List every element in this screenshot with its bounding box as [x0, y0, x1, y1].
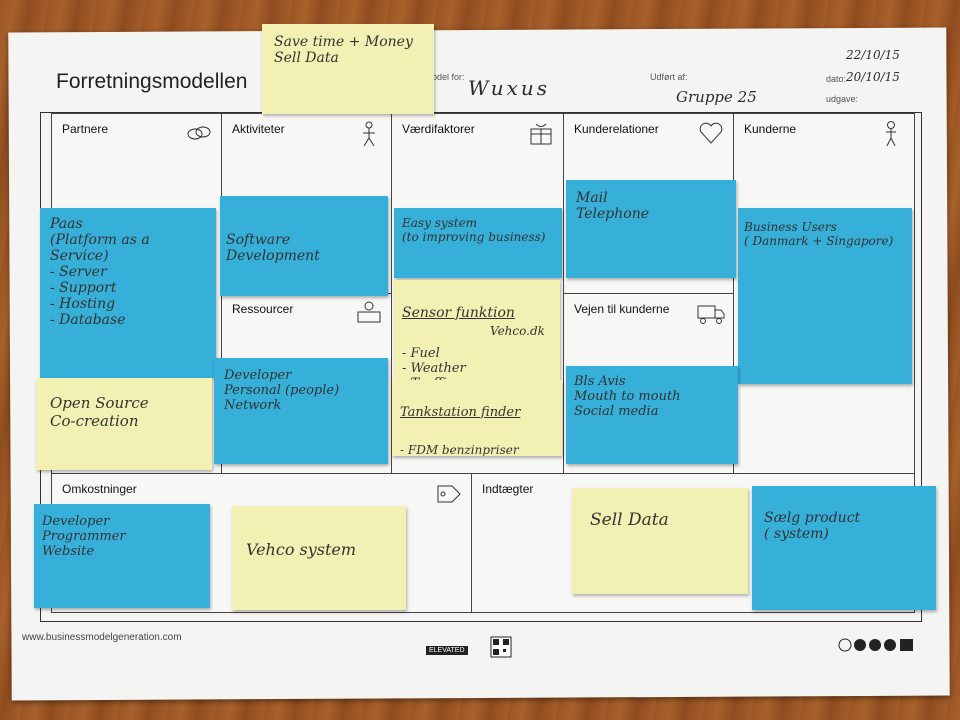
section-title-aktiviteter: Aktiviteter: [232, 122, 285, 136]
date-value-1: 22/10/15: [846, 48, 900, 62]
section-title-ressourcer: Ressourcer: [232, 302, 294, 316]
note-paas: Paas (Platform as a Service) - Server - …: [40, 208, 216, 378]
worker-icon: [363, 121, 375, 146]
note-tankstation: Tankstation finder - FDM benzinpriser - …: [392, 380, 562, 456]
gift-icon: [530, 123, 552, 145]
note-open-source: Open Source Co-creation: [36, 378, 212, 470]
section-title-kunderne: Kunderne: [744, 122, 797, 136]
tank-items: - FDM benzinpriser - OK , Q8: [400, 443, 519, 456]
note-mail: Mail Telephone: [566, 180, 736, 278]
model-name: Wuxus: [468, 76, 551, 100]
truck-icon: [697, 305, 725, 324]
note-sell-data: Sell Data: [572, 488, 748, 594]
done-by-label: Udført af:: [650, 72, 688, 82]
elevated-logo: ELEVATED: [426, 646, 468, 655]
section-title-kunderelationer: Kunderelationer: [574, 122, 659, 136]
canvas-title: Forretningsmodellen: [56, 70, 248, 93]
note-saelg-product: Sælg product ( system): [752, 486, 936, 610]
model-for-label: odel for:: [432, 72, 465, 82]
note-vehco-system: Vehco system: [232, 506, 406, 610]
handshake-icon: [187, 126, 211, 140]
license-icons: [838, 638, 913, 652]
section-title-partnere: Partnere: [62, 122, 109, 136]
heart-icon: [699, 122, 723, 144]
price-tag-icon: [437, 485, 461, 503]
tank-title: Tankstation finder: [400, 405, 521, 420]
note-save-time: Save time + Money Sell Data: [262, 24, 434, 114]
section-title-indtaegter: Indtægter: [482, 482, 534, 496]
person-icon: [886, 121, 896, 146]
note-dev-programmer: Developer Programmer Website: [34, 504, 210, 608]
resources-icon: [357, 301, 381, 323]
section-title-omkostninger: Omkostninger: [62, 482, 137, 496]
footer-url: www.businessmodelgeneration.com: [22, 632, 182, 643]
note-sensor: Sensor funktion - Fuel - Weather - Traff…: [394, 280, 560, 380]
sensor-items: - Fuel - Weather - Traffic: [402, 346, 466, 380]
note-developer: Developer Personal (people) Network: [214, 358, 388, 464]
done-by-value: Gruppe 25: [676, 88, 757, 106]
edition-label: udgave:: [826, 94, 859, 104]
note-easy-system: Easy system (to improving business): [394, 208, 562, 278]
date-label: dato:: [826, 74, 847, 84]
note-bls-avis: Bls Avis Mouth to mouth Social media: [566, 366, 738, 464]
section-title-vejen: Vejen til kunderne: [574, 302, 670, 316]
qr-code-icon: [490, 636, 512, 658]
date-value-2: 20/10/15: [846, 70, 900, 84]
sensor-site: Vehco.dk: [490, 324, 545, 338]
sensor-title: Sensor funktion: [402, 305, 515, 321]
section-title-vaerdifaktorer: Værdifaktorer: [402, 122, 475, 136]
note-business-users: Business Users ( Danmark + Singapore): [738, 208, 912, 384]
note-software-development: Software Development: [220, 196, 388, 296]
